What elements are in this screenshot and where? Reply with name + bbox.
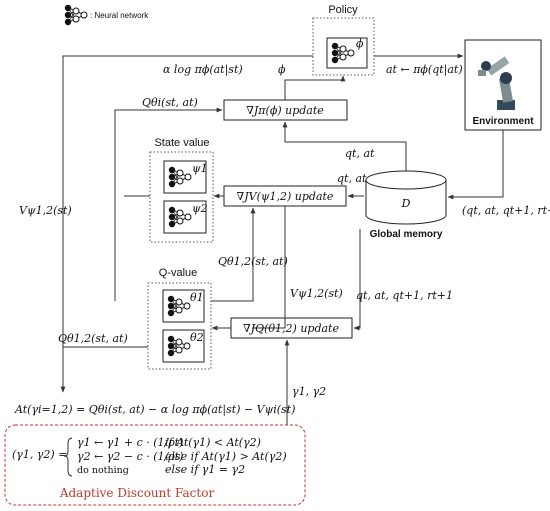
value-update-label: ∇JV(ψ1,2) update: [237, 190, 334, 203]
legend: : Neural network: [64, 4, 149, 26]
rule-2-action: γ2 ← γ2 − c · (1/ρt): [77, 450, 183, 463]
advantage-equation: At(γi=1,2) = Qθi(st, at) − α log πϕ(at|s…: [14, 403, 295, 417]
edge-labels: α log πϕ(at|st) ϕ at ← πϕ(qt|at) Qθi(st,…: [19, 63, 550, 398]
q-param-1: θ1: [190, 291, 204, 304]
q-theta-12-mid-label: Qθ1,2(st, at): [218, 255, 288, 268]
discount-frame: [4, 424, 306, 506]
q-update: ∇JQ(θ1,2) update: [230, 317, 353, 339]
discount-lhs: (γ1, γ2) =: [12, 448, 67, 461]
rule-3-condition: else if γ1 = γ2: [165, 463, 245, 476]
policy-title: Policy: [328, 4, 358, 16]
v-psi-left-label: Vψ1,2(st): [19, 204, 72, 217]
discount-caption: Adaptive Discount Factor: [59, 486, 215, 500]
qt-at-mid-label: qt, at: [337, 172, 367, 185]
action-sample-label: at ← πϕ(qt|at): [386, 63, 463, 77]
v-psi-mid-label: Vψ1,2(st): [290, 287, 343, 300]
rule-3-action: do nothing: [77, 465, 129, 476]
memory-symbol: D: [401, 197, 411, 210]
policy-update-label: ∇Jπ(ϕ) update: [246, 104, 324, 117]
rule-2-condition: else if At(γ1) > At(γ2): [165, 450, 287, 463]
connectors: [60, 53, 504, 425]
q-theta-i-label: Qθi(st, at): [142, 96, 198, 109]
environment-label: Environment: [472, 116, 534, 127]
policy-update: ∇Jπ(ϕ) update: [223, 99, 348, 121]
state-value-module: State value ψ1 ψ2: [149, 137, 214, 243]
neural-network-icon: [64, 4, 88, 26]
environment-block: Environment: [464, 39, 542, 131]
rule-1-condition: if At(γ1) < At(γ2): [165, 436, 261, 449]
q-theta-12-left-label: Qθ1,2(st, at): [58, 332, 128, 345]
adaptive-discount-factor: (γ1, γ2) = γ1 ← γ1 + c · (1/ρt) if At(γ1…: [4, 424, 306, 506]
phi-label: ϕ: [278, 63, 286, 76]
value-param-1: ψ1: [192, 162, 208, 175]
alpha-log-pi-label: α log πϕ(at|st): [163, 63, 243, 77]
transition-mid-label: qt, at, qt+1, rt+1: [356, 289, 453, 302]
value-update: ∇JV(ψ1,2) update: [223, 185, 347, 207]
legend-label: : Neural network: [90, 11, 149, 20]
state-value-title: State value: [154, 137, 209, 149]
rule-1-action: γ1 ← γ1 + c · (1/ρt): [77, 436, 183, 449]
policy-module: Policy ϕ: [312, 4, 375, 76]
robot-arm-icon: [478, 56, 515, 110]
qt-at-top-label: qt, at: [345, 147, 375, 160]
memory-label: Global memory: [370, 229, 443, 240]
policy-param: ϕ: [356, 37, 364, 50]
q-value-title: Q-value: [159, 267, 198, 279]
value-param-2: ψ2: [192, 202, 208, 215]
q-update-label: ∇JQ(θ1,2) update: [243, 322, 339, 335]
gammas-label: γ1, γ2: [292, 385, 326, 398]
env-transition-label: (qt, at, qt+1, rt+1): [462, 204, 550, 217]
global-memory: D Global memory: [365, 170, 447, 240]
q-param-2: θ2: [190, 331, 204, 344]
q-value-module: Q-value θ1 θ2: [147, 267, 212, 370]
